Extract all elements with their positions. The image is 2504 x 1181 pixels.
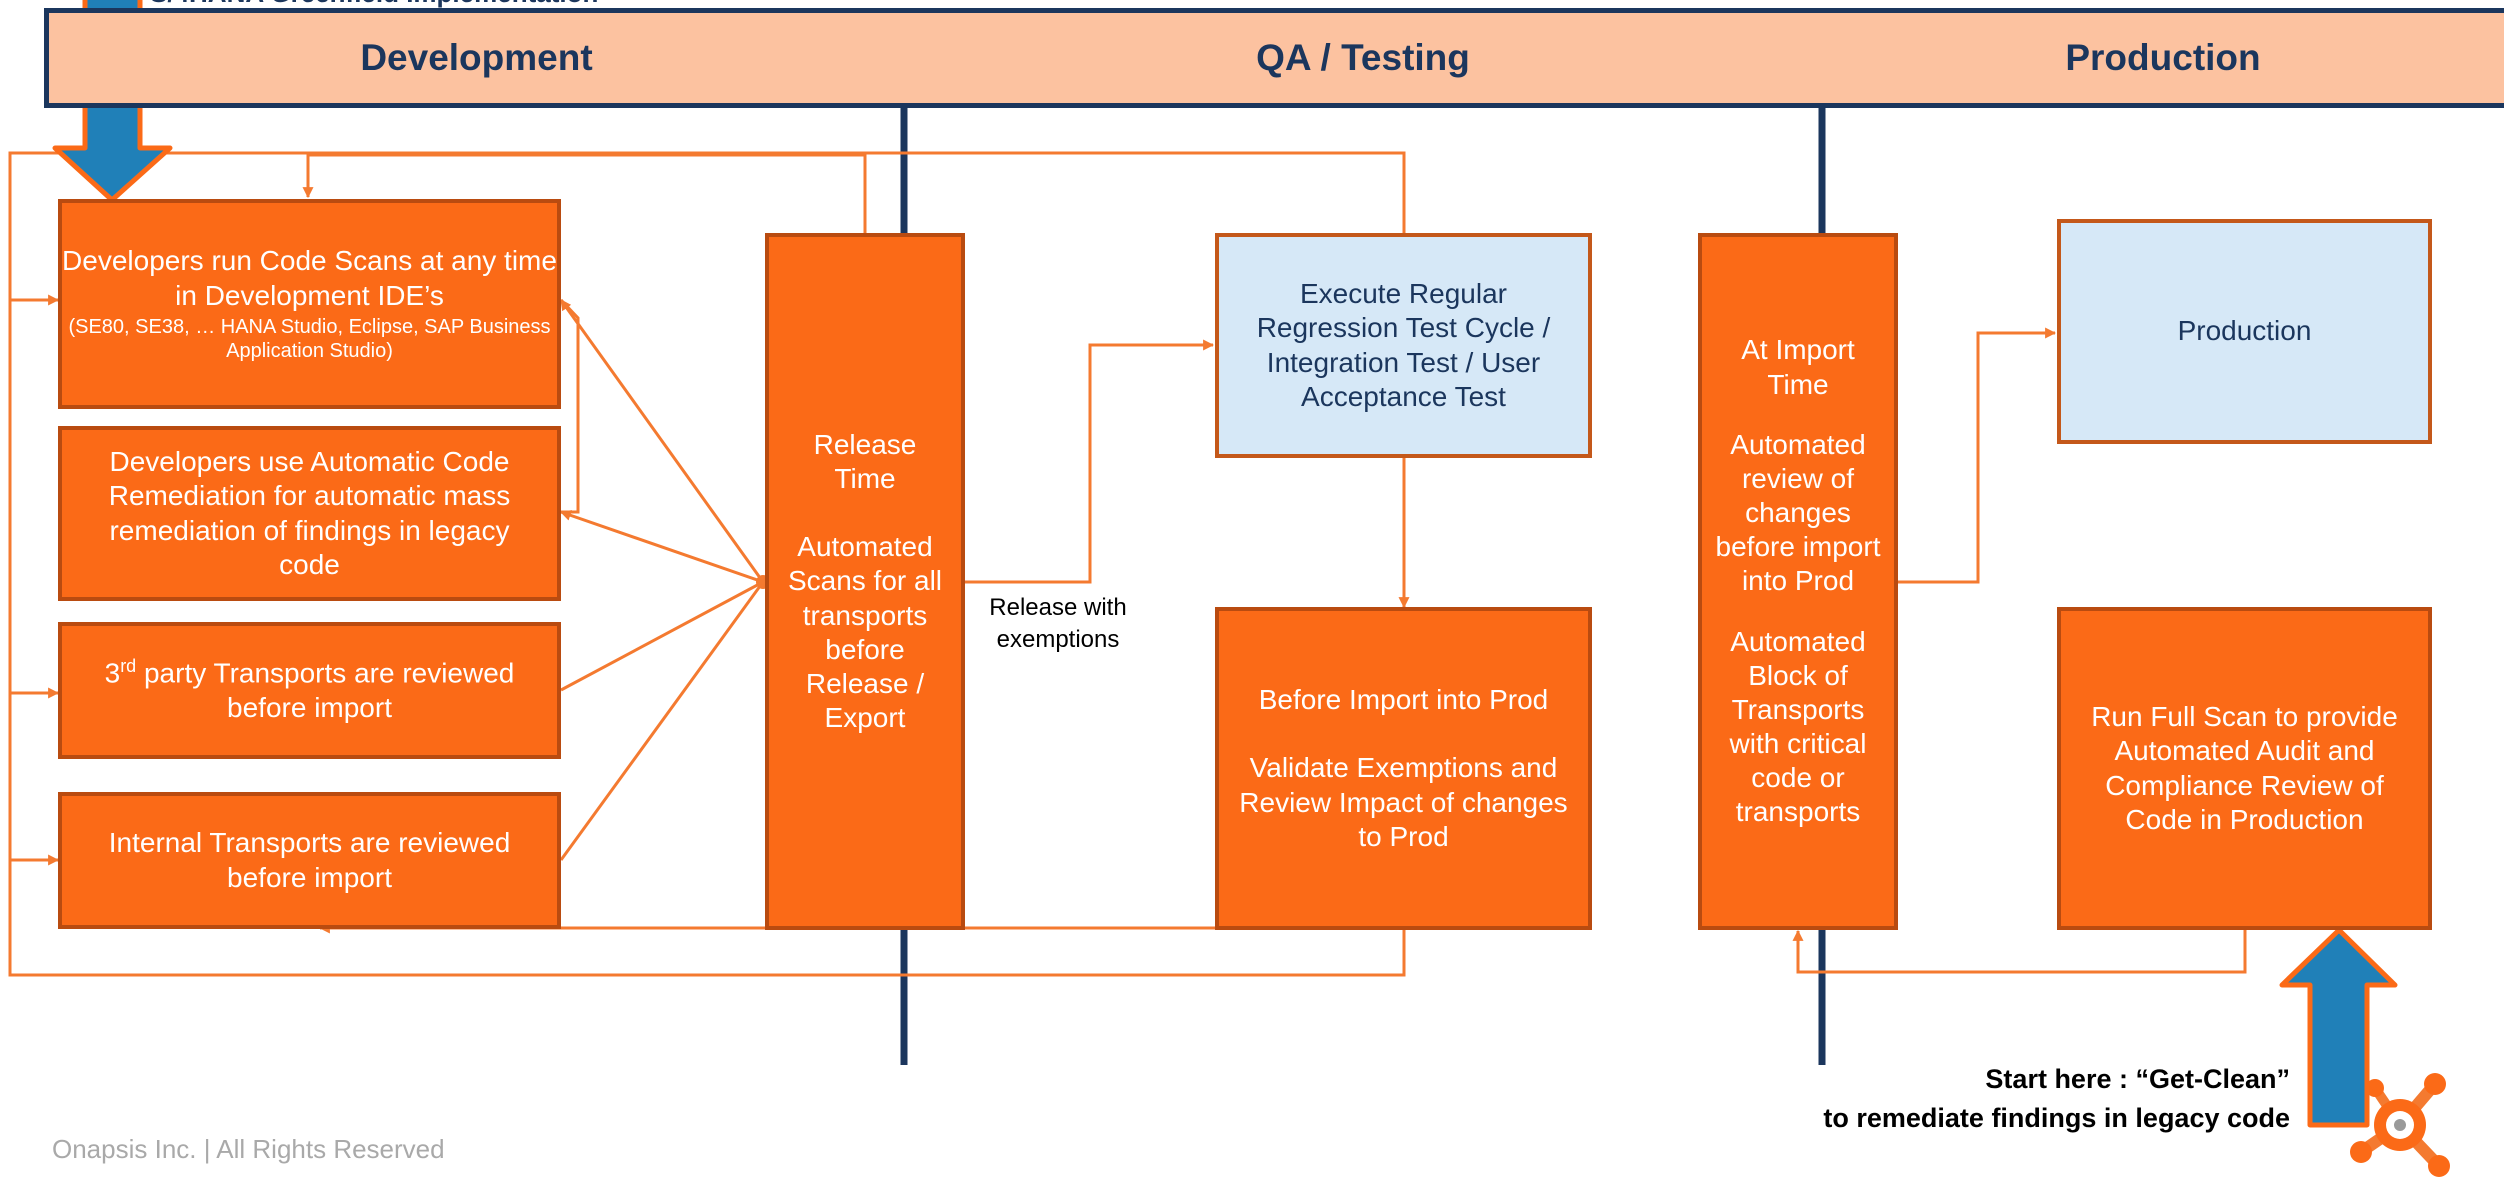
callout-line2: to remediate findings in legacy code bbox=[1823, 1103, 2290, 1134]
third-party-number: 3 bbox=[104, 657, 121, 689]
box-dev-remediation: Developers use Automatic Code Remediatio… bbox=[58, 426, 561, 601]
before-import-body: Validate Exemptions and Review Impact of… bbox=[1239, 752, 1568, 852]
connector-release-to-regression bbox=[965, 339, 1215, 584]
import-time-title: At Import Time bbox=[1741, 334, 1855, 400]
import-time-body2: Automated Block of Transports with criti… bbox=[1729, 625, 1867, 828]
box-dev-code-scans: Developers run Code Scans at any time in… bbox=[58, 199, 561, 409]
top-title: S/4HANA Greenfield Implementation bbox=[150, 0, 598, 9]
onapsis-logo-icon bbox=[2350, 1073, 2450, 1177]
box-production: Production bbox=[2057, 219, 2432, 444]
connector-regression-loop bbox=[8, 151, 1406, 977]
box-import-time: At Import Time Automated review of chang… bbox=[1698, 233, 1898, 930]
connector-release-to-dev bbox=[302, 153, 867, 233]
box-before-import: Before Import into Prod Validate Exempti… bbox=[1215, 607, 1592, 930]
footer-copyright: Onapsis Inc. | All Rights Reserved bbox=[52, 1134, 445, 1164]
start-here-callout: Start here : “Get-Clean” to remediate fi… bbox=[1730, 1060, 2290, 1138]
dev-scans-main: Developers run Code Scans at any time in… bbox=[62, 245, 557, 311]
release-title: Release Time bbox=[813, 428, 917, 495]
release-body: Automated Scans for all transports befor… bbox=[787, 531, 943, 733]
connector-release-to-dev-scans bbox=[559, 299, 765, 583]
before-import-title: Before Import into Prod bbox=[1258, 684, 1549, 716]
third-party-text: party Transports are reviewed before imp… bbox=[136, 657, 515, 723]
connector-third-party-to-release bbox=[560, 580, 764, 692]
box-release-time: Release Time Automated Scans for all tra… bbox=[765, 233, 965, 930]
box-third-party-transports: 3rd party Transports are reviewed before… bbox=[58, 622, 561, 759]
callout-line1: Start here : “Get-Clean” bbox=[1985, 1064, 2290, 1094]
header-production: Production bbox=[1822, 8, 2504, 108]
box-full-scan: Run Full Scan to provide Automated Audit… bbox=[2057, 607, 2432, 930]
box-internal-transports: Internal Transports are reviewed before … bbox=[58, 792, 561, 929]
third-party-superscript: rd bbox=[120, 656, 137, 677]
connector-dev-remediation-bracket bbox=[559, 298, 580, 514]
import-time-body1: Automated review of changes before impor… bbox=[1715, 428, 1881, 597]
label-release-with-exemptions: Release with exemptions bbox=[989, 594, 1127, 654]
header-qa-testing: QA / Testing bbox=[904, 8, 1822, 108]
connector-internal-to-release bbox=[559, 581, 765, 861]
connector-fullscan-to-import bbox=[1792, 929, 2247, 974]
box-regression-test: Execute Regular Regression Test Cycle / … bbox=[1215, 233, 1592, 458]
header-development: Development bbox=[44, 8, 904, 108]
connector-import-to-production bbox=[1898, 327, 2057, 584]
bottom-right-up-arrow-icon bbox=[2279, 927, 2398, 1128]
connector-release-to-remediation bbox=[559, 510, 764, 584]
dev-scans-sub: (SE80, SE38, … HANA Studio, Eclipse, SAP… bbox=[68, 315, 551, 363]
